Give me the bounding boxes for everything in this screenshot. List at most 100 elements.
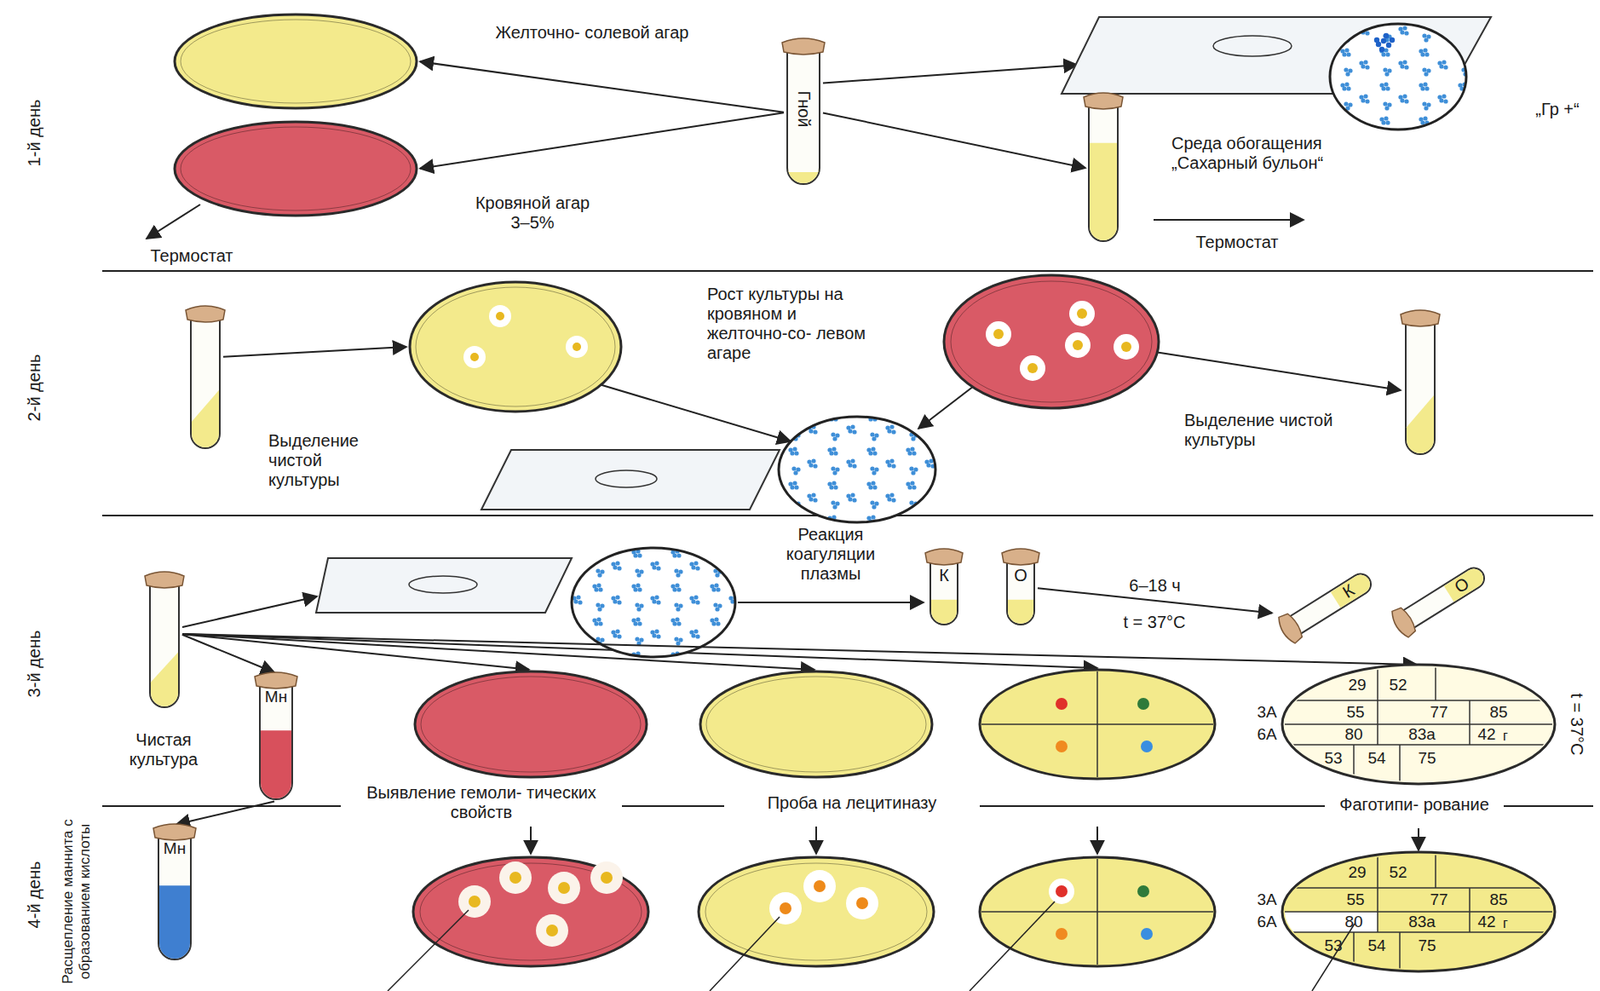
arrow-connector — [420, 112, 784, 168]
test-tube-outline — [1404, 310, 1437, 456]
node-text: Рост культуры на кровяном и желточно-со-… — [707, 284, 870, 363]
phage-number: 77 — [1421, 890, 1457, 910]
test-tube-outline — [1273, 564, 1382, 646]
note-label: Термостат — [132, 246, 252, 266]
test-tube-outline — [1005, 549, 1036, 627]
arrow-connector — [176, 800, 275, 824]
phage-number: 29 — [1340, 863, 1375, 882]
node-text: Желточно- солевой агар — [494, 23, 691, 43]
test-tube-outline — [1087, 93, 1120, 243]
node-text: Кровяной агар 3–5% — [472, 193, 593, 233]
arrow-connector — [223, 346, 407, 357]
phage-number: 42 — [1469, 725, 1504, 744]
phage-number: 80 — [1336, 912, 1371, 932]
day-label: 3-й день — [24, 612, 45, 715]
phage-number: 54 — [1359, 936, 1394, 956]
phage-number: 77 — [1421, 702, 1457, 722]
phage-number: 54 — [1359, 748, 1394, 768]
petri-dish-outline — [172, 12, 419, 110]
test-tube: О — [1387, 558, 1495, 640]
phage-number: 83а — [1404, 725, 1439, 744]
node-text: Среда обогащения „Сахарный бульон“ — [1171, 133, 1342, 173]
phage-number: 3А — [1249, 890, 1284, 910]
smear-slide-day3 — [316, 547, 736, 657]
phage-grid-day4 — [1282, 847, 1555, 976]
row-dividers — [102, 270, 1594, 806]
phage-number: 55 — [1338, 890, 1373, 910]
test-tube: Мн — [156, 824, 193, 962]
day-label: 1-й день — [24, 81, 45, 185]
node-text: Выделение чистой культуры — [1184, 410, 1355, 450]
day-label: 4-й день — [24, 843, 45, 946]
test-tube: Чистая культура — [148, 572, 181, 709]
phage-number: 52 — [1381, 863, 1416, 882]
arrow-connector — [823, 64, 1077, 83]
smear-slide-day2 — [481, 416, 936, 523]
day-label: 2-й день — [24, 336, 45, 439]
phage-number: 52 — [1381, 675, 1416, 695]
arrow-connector — [182, 634, 275, 673]
node-text: Мн — [258, 687, 294, 707]
node-text: Гной — [794, 74, 814, 144]
yolk-agar-day4 — [698, 857, 934, 967]
arrow-connector — [182, 633, 530, 670]
arrow-connector — [182, 633, 1417, 665]
petri-dish: Выявление гемоли- тических свойств — [413, 669, 649, 779]
arrow-connector — [823, 112, 1086, 168]
petri-dish-outline — [698, 669, 934, 779]
test-tube: Выделение чистой культуры — [189, 306, 222, 450]
test-tube: Гной — [785, 39, 822, 186]
node-text: Выявление гемоли- тических свойств — [340, 782, 622, 823]
process-arrows — [146, 204, 1419, 854]
phage-number: 6А — [1249, 912, 1284, 932]
condition-label: t = 37°C — [1566, 677, 1587, 772]
phage-number: 6А — [1249, 725, 1284, 744]
test-tube: О — [1005, 549, 1036, 627]
phage-number: 75 — [1410, 748, 1445, 768]
test-tube-outline — [928, 549, 960, 627]
arrow-connector — [420, 61, 784, 112]
phage-number: 42 — [1469, 912, 1504, 932]
phage-number: 53 — [1316, 748, 1351, 768]
test-tube-outline — [189, 306, 222, 450]
blood-agar-day2 — [943, 275, 1159, 409]
node-text: Фаготипи- рование — [1324, 794, 1504, 815]
node-text: Чистая культура — [108, 730, 219, 770]
arrow-connector — [182, 633, 815, 670]
condition-label: t = 37°C — [1103, 612, 1206, 633]
petri-dish: Рост культуры на кровяном и желточно-со-… — [408, 280, 623, 414]
petri-dish: Желточно- солевой агар — [172, 12, 419, 110]
test-tube: Выделение чистой культуры — [1404, 310, 1437, 456]
node-text: О — [1007, 565, 1034, 586]
note-label: Расщепление маннита с образованием кисло… — [59, 811, 93, 991]
test-tube: Мн — [258, 673, 294, 801]
phage-number: 83а — [1404, 912, 1439, 932]
phage-number: 3А — [1249, 702, 1284, 722]
petri-dish-outline — [413, 669, 649, 779]
pigment-dish-day4 — [979, 857, 1215, 967]
smear-slide: „Гр +“ — [1061, 10, 1497, 147]
test-tube-outline — [1387, 558, 1495, 640]
test-tube: Среда обогащения „Сахарный бульон“ — [1087, 93, 1120, 243]
phage-number: 55 — [1338, 702, 1373, 722]
node-text: К — [931, 565, 957, 586]
smear-slide-outline — [1061, 10, 1497, 147]
petri-dish-outline — [172, 120, 419, 218]
node-text: Проба на лецитиназу — [724, 793, 980, 813]
test-tube: К — [928, 549, 960, 627]
blood-agar-day4 — [413, 857, 649, 967]
petri-dish: Кровяной агар 3–5% — [172, 120, 419, 218]
phage-number: г — [1488, 728, 1523, 744]
note-label: Термостат — [1177, 232, 1297, 253]
note-label: Реакция коагуляции плазмы — [775, 524, 887, 584]
pigment-dish-day3 — [979, 669, 1215, 779]
node-text: „Гр +“ — [1523, 99, 1592, 120]
phage-number: 53 — [1316, 936, 1351, 956]
petri-dish: Проба на лецитиназу — [698, 669, 934, 779]
edge-label: 6–18 ч — [1116, 575, 1194, 595]
phage-number: г — [1488, 915, 1523, 932]
leader-lines — [387, 901, 1355, 991]
phage-number: 29 — [1340, 675, 1375, 695]
node-text: Мн — [157, 839, 192, 858]
